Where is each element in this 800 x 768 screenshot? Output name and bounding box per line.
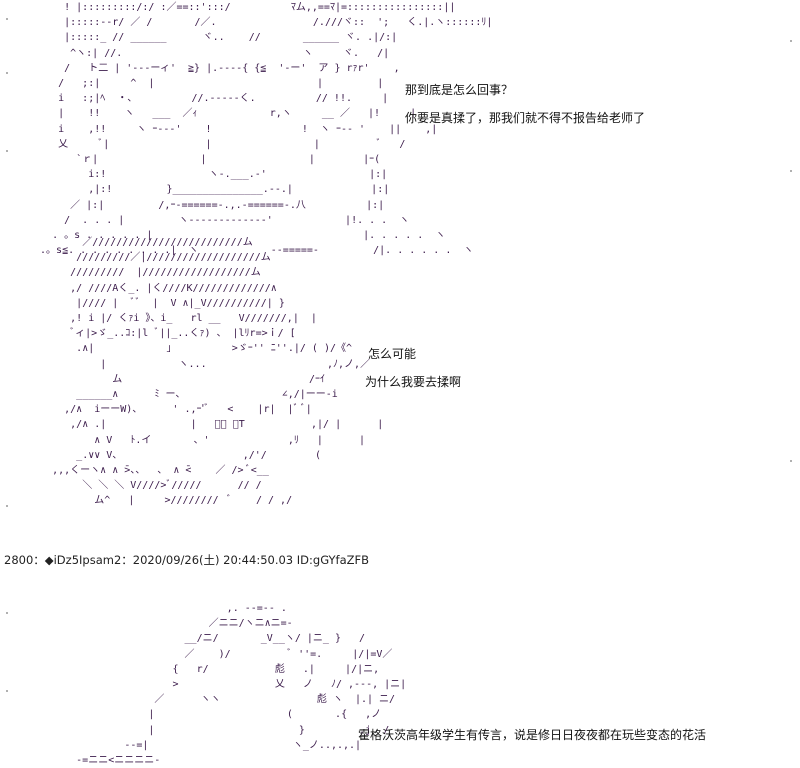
dialogue-line: 为什么我要去揉啊 xyxy=(365,375,462,389)
margin-dot xyxy=(6,18,8,20)
dialogue-line: 怎么可能 xyxy=(368,347,417,361)
margin-dot xyxy=(6,612,8,614)
margin-dot xyxy=(6,72,8,74)
post-header: 2800：◆iDz5Ipsam2：2020/09/26(土) 20:44:50.… xyxy=(4,553,370,567)
margin-dot xyxy=(6,150,8,152)
margin-dot xyxy=(790,170,792,172)
ascii-art-top: ! |:::::::::/:/ :／==::':::/ ﾏム,,==ﾏ|=:::… xyxy=(40,2,493,257)
dialogue-line: 你要是真揉了，那我们就不得不报告给老师了 xyxy=(405,111,646,125)
margin-dot xyxy=(6,690,8,692)
margin-dot xyxy=(6,505,8,507)
ascii-art-middle: ／/////////////////////////ム /////////／|/… xyxy=(52,237,384,507)
margin-dot xyxy=(790,40,792,42)
dialogue-line: 霍格沃茨高年级学生有传言，说是修日日夜夜都在玩些变态的花活 xyxy=(358,728,707,742)
dialogue-line: 那到底是怎么回事？ xyxy=(405,83,514,97)
ascii-art-bottom: ,. -‐=‐- . ／ニニ/ヽニ∧ニ=- __/ニ/ _V__ヽ/ |ニ_ }… xyxy=(76,603,407,767)
margin-dot xyxy=(790,460,792,462)
